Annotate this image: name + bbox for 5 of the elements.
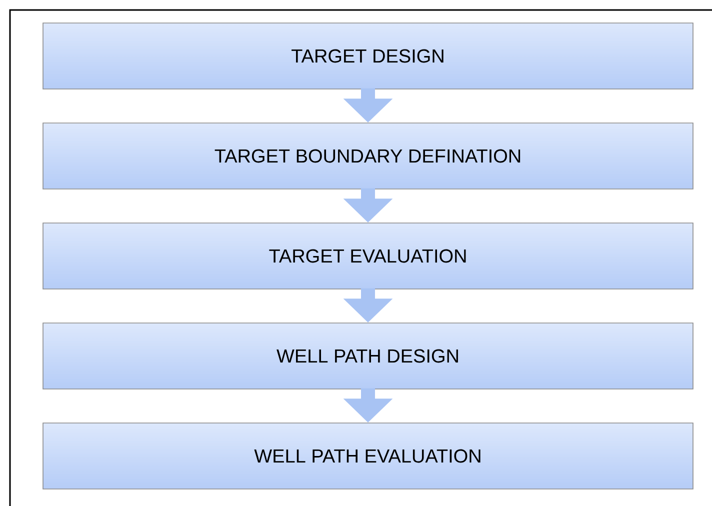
process-box: TARGET DESIGN xyxy=(42,22,694,90)
process-box: WELL PATH EVALUATION xyxy=(42,422,694,490)
process-box: TARGET EVALUATION xyxy=(42,222,694,290)
process-box: TARGET BOUNDARY DEFINATION xyxy=(42,122,694,190)
process-box: WELL PATH DESIGN xyxy=(42,322,694,390)
